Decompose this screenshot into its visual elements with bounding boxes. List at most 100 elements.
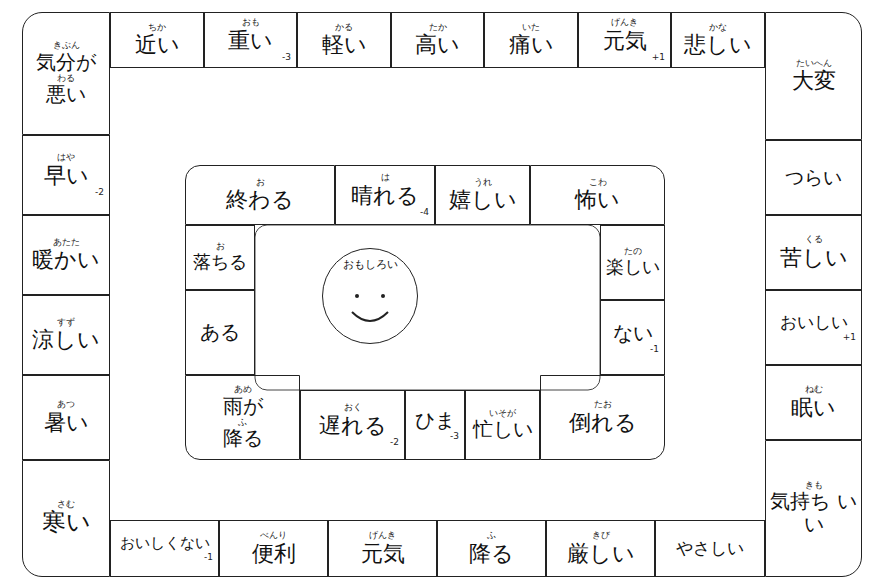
square-label: 遅れる [319, 413, 387, 438]
furigana: ふ [238, 418, 247, 427]
furigana: こわ [589, 178, 607, 187]
square-label: おいしい [780, 313, 848, 333]
square-label: 暖かい [32, 247, 100, 272]
square-label: ある [200, 321, 240, 344]
board-square: きぶん気分がわる悪い [22, 12, 110, 135]
board-square: げんき元気 +1 [578, 12, 671, 68]
furigana: きぶん [53, 41, 80, 50]
square-label: つらい [785, 167, 842, 189]
score-number: -1 [650, 345, 659, 354]
square-label: 元気 [603, 28, 647, 53]
furigana: あたた [53, 238, 80, 247]
furigana: かな [709, 23, 727, 32]
board-square: おいしくない-1 [110, 520, 219, 577]
square-label: 寒い [42, 509, 91, 537]
board-square: くる苦しい [765, 215, 862, 290]
square-label: 便利 [252, 541, 296, 566]
board-square: ない-1 [600, 300, 665, 375]
furigana: おく [344, 403, 362, 412]
furigana: べんり [260, 531, 287, 540]
furigana: おも [242, 18, 260, 27]
square-label: 晴れる [351, 183, 419, 208]
furigana: くる [805, 235, 823, 244]
square-label: おいしくない [120, 535, 210, 552]
board-square: おいしい+1 [765, 290, 862, 365]
square-label: 嬉しい [449, 187, 517, 212]
board-square: かな悲しい [671, 12, 765, 68]
board-square: さむ寒い [22, 460, 110, 577]
square-label: 暑い [44, 410, 89, 435]
board-square: ねむ眠い [765, 365, 862, 440]
smile-mark [352, 312, 388, 321]
board-square: お終わる [185, 165, 335, 225]
board-square: すず涼しい [22, 295, 110, 375]
furigana: いそが [489, 409, 516, 418]
score-number: -4 [420, 208, 429, 217]
board-square: いた痛い [484, 12, 578, 68]
square-label: 落ちる [193, 252, 247, 273]
score-number: -1 [204, 553, 213, 562]
square-label: 終わる [226, 187, 294, 212]
score-number: -3 [450, 432, 459, 441]
square-label: 近い [135, 32, 180, 57]
furigana: うれ [474, 178, 492, 187]
furigana: はや [57, 153, 75, 162]
eye-dot [381, 294, 385, 298]
board-square: きび厳しい [546, 520, 655, 577]
board-square: たの楽しい [600, 225, 665, 300]
board-square: いそが忙しい [465, 390, 540, 460]
board-square: はや早い-2 [22, 135, 110, 215]
furigana: かる [335, 23, 353, 32]
square-label: 軽い [322, 32, 367, 57]
furigana: ふ [487, 531, 496, 540]
board-square: たいへん大変 [765, 12, 862, 140]
furigana: お [216, 242, 225, 251]
square-label: 楽しい [606, 257, 660, 278]
square-label: ひま [415, 409, 455, 432]
square-label: 雨が [223, 395, 263, 418]
square-label: 倒れる [569, 410, 637, 435]
score-number: +1 [652, 53, 665, 62]
board-square: あたた暖かい [22, 215, 110, 295]
furigana: あつ [57, 400, 75, 409]
furigana: すず [57, 318, 75, 327]
square-label: 高い [415, 32, 460, 57]
board-square: お落ちる [185, 225, 255, 290]
square-label: 厳しい [567, 541, 635, 566]
furigana: あめ [234, 385, 252, 394]
board-square: かる軽い [297, 12, 391, 68]
board-square: べんり便利 [219, 520, 328, 577]
square-label: 忙しい [473, 418, 533, 441]
board-square: あつ暑い [22, 375, 110, 460]
board-square: おく遅れる-2 [300, 390, 405, 460]
board-square: ちか近い [110, 12, 204, 68]
score-number: -2 [390, 438, 399, 447]
square-label: 苦しい [780, 245, 848, 270]
furigana: たいへん [796, 59, 832, 68]
square-label: 痛い [509, 32, 554, 57]
square-label: 元気 [361, 541, 405, 566]
board-square: ひま-3 [405, 390, 465, 460]
board-square: ある [185, 290, 255, 375]
score-number: -3 [282, 53, 291, 62]
board-square: あめ雨がふ降る [185, 375, 300, 460]
board-square: ふ降る [437, 520, 546, 577]
furigana: お [256, 178, 265, 187]
square-label: 涼しい [32, 327, 100, 352]
score-number: +1 [843, 333, 856, 342]
furigana: ねむ [805, 385, 823, 394]
furigana: げんき [611, 18, 638, 27]
square-label: 降る [223, 427, 263, 450]
furigana: は [381, 173, 390, 182]
square-label: 気分が [36, 51, 96, 74]
furigana: わる [57, 74, 75, 83]
furigana: たか [429, 23, 447, 32]
board-square: きも気持ち いい [765, 440, 862, 577]
square-label: 大変 [792, 68, 836, 93]
square-label: 早い [44, 163, 89, 188]
square-label: 降る [469, 541, 514, 566]
face-circle: おもしろい [322, 248, 418, 344]
center-area [255, 225, 600, 390]
